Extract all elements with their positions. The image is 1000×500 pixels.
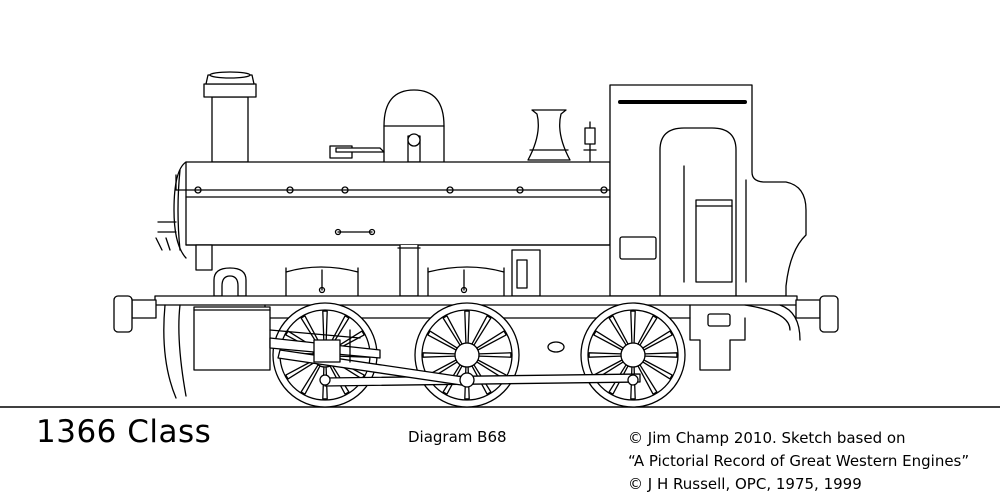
cylinder: [193, 306, 271, 371]
driving-wheel: [414, 302, 520, 408]
smokebox-front: [155, 161, 187, 259]
wheel-spoke: [427, 330, 458, 351]
top-feed: [329, 145, 385, 159]
wheel-spoke: [637, 364, 658, 395]
class-title: 1366 Class: [36, 414, 212, 450]
wheel-spoke: [478, 352, 512, 358]
wheel-spoke: [476, 330, 507, 351]
credits-block: © Jim Champ 2010. Sketch based on “A Pic…: [628, 427, 969, 496]
tank-side-lower: [195, 244, 541, 297]
front-buffer: [113, 295, 157, 333]
wheel-spoke: [588, 352, 622, 358]
wheel-spoke: [471, 315, 492, 346]
trailing-wheel: [580, 302, 686, 408]
diagram-reference: Diagram B68: [408, 428, 507, 446]
wheel-spoke: [642, 359, 673, 380]
wheel-spoke: [285, 359, 316, 380]
wheel-spoke: [593, 330, 624, 351]
safety-valve-bonnet: [527, 109, 571, 161]
cab: [609, 84, 807, 297]
wheel-spoke: [464, 310, 470, 344]
wheel-spoke: [630, 310, 636, 344]
credit-line: “A Pictorial Record of Great Western Eng…: [628, 452, 970, 470]
whistle: [583, 121, 597, 163]
wheel-spoke: [608, 315, 629, 346]
wheel-spoke: [642, 330, 673, 351]
wheel-spoke: [644, 352, 678, 358]
credit-line: © Jim Champ 2010. Sketch based on: [628, 429, 906, 447]
wheel-spoke: [442, 315, 463, 346]
wheel-spoke: [637, 315, 658, 346]
rods-and-motion: [269, 329, 641, 388]
credit-line: © J H Russell, OPC, 1975, 1999: [628, 475, 862, 493]
saddle-tank: [175, 161, 640, 246]
steam-dome: [383, 89, 445, 163]
rear-buffer: [795, 295, 839, 333]
wheel-spoke: [422, 352, 456, 358]
wheel-spoke: [300, 315, 321, 346]
chimney: [203, 71, 257, 163]
wheel-spoke: [300, 364, 321, 395]
wheel-spoke: [329, 315, 350, 346]
wheel-spoke: [322, 310, 328, 344]
